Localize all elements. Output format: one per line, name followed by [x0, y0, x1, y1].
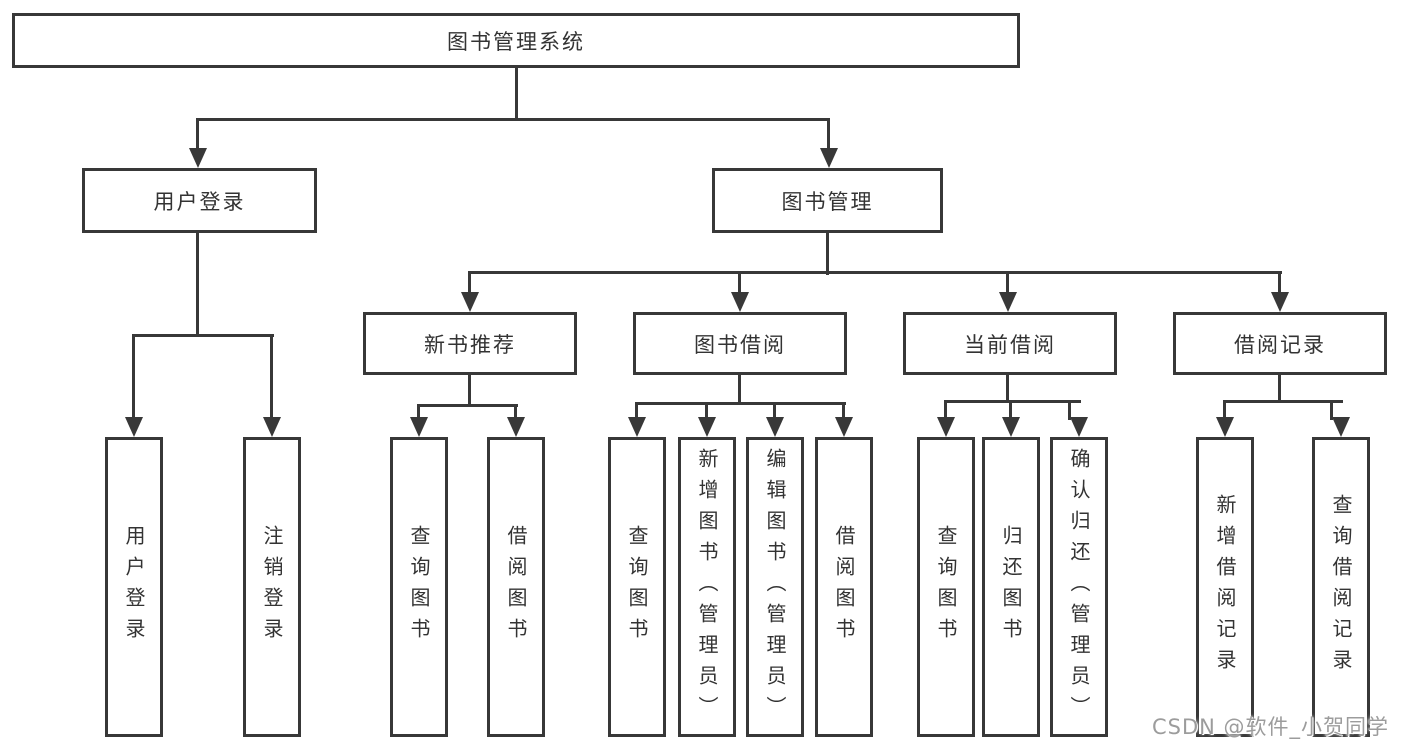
leaf-borrow-books: 借阅图书 — [815, 437, 873, 737]
connector-root-hline — [197, 118, 830, 121]
node-label: 查询图书 — [407, 525, 431, 649]
connector-newbook-stub — [468, 373, 471, 407]
connector-stem — [1068, 400, 1071, 420]
connector-stem — [705, 402, 708, 420]
node-label: 查询图书 — [625, 525, 649, 649]
arrowhead-down-icon — [698, 417, 716, 437]
arrowhead-down-icon — [1216, 417, 1234, 437]
leaf-query-books-recommend: 查询图书 — [390, 437, 448, 737]
arrowhead-down-icon — [937, 417, 955, 437]
node-label: 新增借阅记录 — [1213, 494, 1237, 680]
connector-stem — [514, 404, 517, 420]
arrowhead-down-icon — [1332, 417, 1350, 437]
node-label: 借阅记录 — [1234, 332, 1326, 357]
arrowhead-down-icon — [263, 417, 281, 437]
leaf-return-books: 归还图书 — [982, 437, 1040, 737]
connector-records-stub — [1278, 373, 1281, 403]
node-borrowing-records: 借阅记录 — [1173, 312, 1387, 375]
arrowhead-down-icon — [1271, 292, 1289, 312]
arrowhead-down-icon — [628, 417, 646, 437]
arrowhead-down-icon — [999, 292, 1017, 312]
connector-stem — [827, 118, 830, 152]
connector-stem — [944, 400, 947, 420]
arrowhead-down-icon — [461, 292, 479, 312]
node-label: 借阅图书 — [504, 525, 528, 649]
connector-userlogin-stub — [196, 230, 199, 336]
node-label: 借阅图书 — [832, 525, 856, 649]
arrowhead-down-icon — [1002, 417, 1020, 437]
leaf-edit-books-admin: 编辑图书（管理员） — [746, 437, 804, 737]
connector-newbook-hline — [417, 404, 518, 407]
connector-bookmgmt-stub — [826, 230, 829, 275]
arrowhead-down-icon — [507, 417, 525, 437]
leaf-borrow-books-recommend: 借阅图书 — [487, 437, 545, 737]
node-label: 图书借阅 — [694, 332, 786, 357]
connector-stem — [468, 271, 471, 295]
connector-bookmgmt-hline — [468, 271, 1282, 274]
arrowhead-down-icon — [835, 417, 853, 437]
connector-stem — [270, 334, 273, 420]
leaf-logout: 注销登录 — [243, 437, 301, 737]
node-label: 编辑图书（管理员） — [763, 447, 787, 727]
connector-stem — [417, 404, 420, 420]
leaf-query-borrow-record: 查询借阅记录 — [1312, 437, 1370, 737]
node-label: 图书管理系统 — [447, 29, 585, 54]
node-label: 新书推荐 — [424, 332, 516, 357]
connector-stem — [132, 334, 135, 420]
leaf-add-borrow-record: 新增借阅记录 — [1196, 437, 1254, 737]
leaf-query-books-borrow: 查询图书 — [608, 437, 666, 737]
leaf-query-books-current: 查询图书 — [917, 437, 975, 737]
connector-stem — [842, 402, 845, 420]
node-current-borrowing: 当前借阅 — [903, 312, 1117, 375]
leaf-confirm-return-admin: 确认归还（管理员） — [1050, 437, 1108, 737]
arrowhead-down-icon — [731, 292, 749, 312]
connector-userlogin-hline — [132, 334, 274, 337]
node-new-book-recommend: 新书推荐 — [363, 312, 577, 375]
node-library-management-system: 图书管理系统 — [12, 13, 1020, 68]
node-label: 用户登录 — [153, 189, 246, 214]
arrowhead-down-icon — [766, 417, 784, 437]
connector-root-stub — [515, 65, 518, 121]
node-label: 图书管理 — [781, 189, 874, 214]
arrowhead-down-icon — [820, 148, 838, 168]
connector-stem — [1006, 271, 1009, 295]
node-label: 查询图书 — [934, 525, 958, 649]
node-label: 查询借阅记录 — [1329, 494, 1353, 680]
node-label: 新增图书（管理员） — [695, 447, 719, 727]
arrowhead-down-icon — [189, 148, 207, 168]
leaf-add-books-admin: 新增图书（管理员） — [678, 437, 736, 737]
node-label: 确认归还（管理员） — [1067, 447, 1091, 727]
connector-records-hline — [1223, 400, 1343, 403]
connector-stem — [1330, 400, 1333, 420]
leaf-user-login: 用户登录 — [105, 437, 163, 737]
connector-stem — [738, 271, 741, 295]
arrowhead-down-icon — [1070, 417, 1088, 437]
connector-borrow-hline — [635, 402, 846, 405]
connector-stem — [635, 402, 638, 420]
connector-borrow-stub — [738, 373, 741, 405]
arrowhead-down-icon — [410, 417, 428, 437]
csdn-watermark: CSDN @软件_小贺同学 — [1152, 715, 1390, 739]
connector-current-stub — [1006, 373, 1009, 403]
node-user-login: 用户登录 — [82, 168, 317, 233]
connector-current-hline — [944, 400, 1081, 403]
connector-stem — [196, 118, 199, 152]
node-label: 当前借阅 — [964, 332, 1056, 357]
node-book-borrowing: 图书借阅 — [633, 312, 847, 375]
node-label: 归还图书 — [999, 525, 1023, 649]
node-book-management: 图书管理 — [712, 168, 943, 233]
arrowhead-down-icon — [125, 417, 143, 437]
connector-stem — [1223, 400, 1226, 420]
connector-stem — [1278, 271, 1281, 295]
node-label: 注销登录 — [260, 525, 284, 649]
node-label: 用户登录 — [122, 525, 146, 649]
connector-stem — [773, 402, 776, 420]
connector-stem — [1009, 400, 1012, 420]
